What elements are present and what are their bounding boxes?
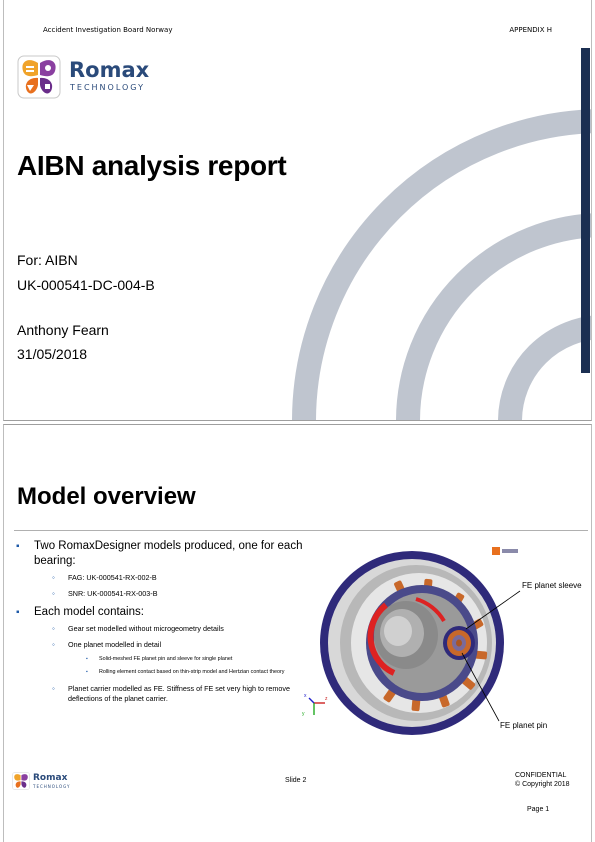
arc-middle bbox=[396, 213, 591, 420]
sub-sub-bullet-item: Solid-meshed FE planet pin and sleeve fo… bbox=[14, 656, 314, 664]
logo-tagline: TECHNOLOGY bbox=[70, 83, 145, 92]
for-line: For: AIBN bbox=[17, 252, 78, 268]
mini-logo-icon bbox=[492, 547, 500, 555]
sub-bullet-item: Gear set modelled without microgeometry … bbox=[14, 624, 314, 634]
confidential-label: CONFIDENTIAL bbox=[515, 772, 567, 779]
copyright-label: © Copyright 2018 bbox=[515, 781, 570, 788]
bullet-item: Two RomaxDesigner models produced, one f… bbox=[14, 539, 314, 569]
butterfly-logo-icon bbox=[17, 55, 61, 99]
slide-number: Slide 2 bbox=[285, 777, 307, 784]
sub-bullet-item: FAG: UK-000541-RX-002-B bbox=[14, 573, 314, 583]
axis-y-label: y bbox=[302, 711, 305, 717]
bearing-render bbox=[308, 547, 521, 735]
sleeve-leader-line bbox=[465, 590, 521, 630]
decorative-arcs bbox=[292, 48, 591, 420]
slide1-title: AIBN analysis report bbox=[17, 150, 287, 181]
header-appendix: APPENDIX H bbox=[509, 26, 552, 34]
page-header: Accident Investigation Board Norway APPE… bbox=[0, 26, 595, 38]
author: Anthony Fearn bbox=[17, 322, 109, 338]
sub-bullet-item: Planet carrier modelled as FE. Stiffness… bbox=[14, 684, 314, 704]
axis-z-label: z bbox=[325, 696, 328, 702]
title-slide: Romax TECHNOLOGY AIBN analysis report Fo… bbox=[3, 0, 592, 421]
footer-logo-tagline: TECHNOLOGY bbox=[33, 784, 71, 789]
sub-bullet-item: One planet modelled in detail bbox=[14, 640, 314, 650]
footer-logo-wordmark: Romax bbox=[33, 773, 68, 783]
bearing-model-figure: FE planet sleeve FE planet pin z y x bbox=[294, 543, 591, 738]
arc-outer bbox=[292, 109, 591, 420]
title-divider bbox=[14, 530, 588, 531]
pin-leader-line bbox=[461, 652, 500, 722]
label-fe-planet-sleeve: FE planet sleeve bbox=[522, 581, 582, 590]
logo-wordmark: Romax bbox=[69, 58, 150, 82]
sub-sub-bullet-item: Rolling element contact based on thin-st… bbox=[14, 669, 314, 677]
bullet-list: Two RomaxDesigner models produced, one f… bbox=[14, 539, 314, 710]
axis-x-label: x bbox=[304, 693, 307, 699]
axis-triad-icon bbox=[308, 697, 325, 715]
report-date: 31/05/2018 bbox=[17, 346, 88, 362]
butterfly-logo-icon bbox=[12, 772, 30, 790]
sub-bullet-item: SNR: UK-000541-RX-003-B bbox=[14, 589, 314, 599]
page-number: Page 1 bbox=[527, 806, 550, 813]
doc-number: UK-000541-DC-004-B bbox=[17, 277, 155, 293]
header-organisation: Accident Investigation Board Norway bbox=[43, 26, 173, 34]
model-overview-slide: Model overview Two RomaxDesigner models … bbox=[3, 424, 592, 842]
label-fe-planet-pin: FE planet pin bbox=[500, 721, 548, 730]
slide2-title: Model overview bbox=[17, 483, 196, 510]
bullet-item: Each model contains: bbox=[14, 605, 314, 620]
accent-bar bbox=[581, 48, 590, 373]
